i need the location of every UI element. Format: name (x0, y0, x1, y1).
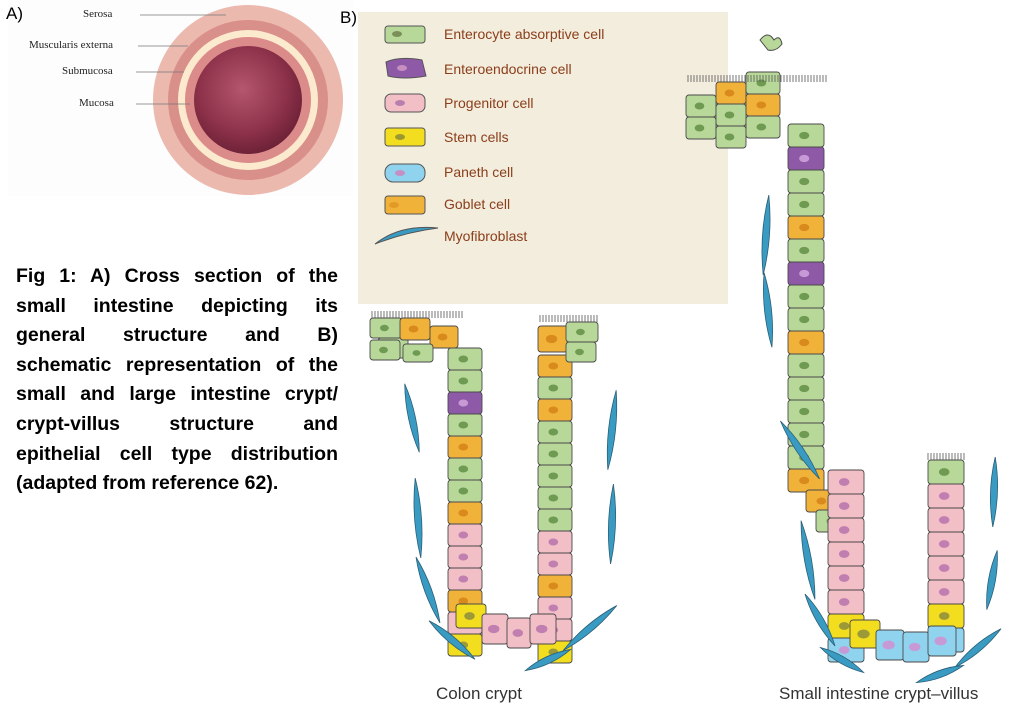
cell-enterocyte (448, 348, 482, 370)
cell-paneth (876, 630, 904, 660)
brush-border (928, 453, 964, 460)
cell-enterocyte (370, 340, 400, 360)
cell-progenitor (928, 556, 964, 580)
cell-paneth (928, 626, 956, 656)
cell-enterocyte (788, 400, 824, 423)
cell-enterocyte (788, 308, 824, 331)
cell-progenitor (482, 614, 508, 644)
cell-goblet (788, 331, 824, 354)
cell-enteroendocrine (448, 392, 482, 414)
cell-enterocyte (448, 480, 482, 502)
small-intestine-crypt-villus-label: Small intestine crypt–villus (779, 684, 978, 704)
cell-goblet (746, 94, 780, 116)
cell-enterocyte (538, 509, 572, 531)
cell-progenitor (828, 542, 864, 566)
myofibroblast (798, 520, 819, 600)
myofibroblast (760, 195, 773, 275)
cell-progenitor (828, 566, 864, 590)
cell-progenitor (538, 553, 572, 575)
cell-enterocyte (788, 377, 824, 400)
cell-progenitor (928, 580, 964, 604)
cell-goblet (716, 82, 746, 104)
cell-progenitor (928, 532, 964, 556)
cell-enterocyte (788, 193, 824, 216)
cell-enterocyte (403, 344, 433, 362)
cell-enterocyte (716, 126, 746, 148)
myofibroblast (413, 556, 444, 624)
cell-enterocyte (788, 354, 824, 377)
cell-goblet (400, 318, 430, 340)
brush-border (540, 315, 597, 322)
myofibroblast (761, 272, 776, 347)
cell-progenitor (530, 614, 556, 644)
cell-progenitor (507, 618, 531, 648)
cell-stem (928, 604, 964, 628)
cell-enterocyte (746, 116, 780, 138)
cell-progenitor (828, 518, 864, 542)
cell-enterocyte (686, 95, 716, 117)
cell-enterocyte (448, 370, 482, 392)
myofibroblast (412, 478, 425, 558)
cell-progenitor (928, 484, 964, 508)
cell-enterocyte (538, 443, 572, 465)
cell-enterocyte (788, 124, 824, 147)
cell-enteroendocrine (788, 262, 824, 285)
brush-border (688, 75, 826, 82)
small-intestine-crypt-villus-diagram (686, 35, 1003, 686)
cell-enterocyte (788, 170, 824, 193)
cell-enterocyte (538, 487, 572, 509)
cell-goblet (430, 326, 458, 348)
cell-progenitor (928, 508, 964, 532)
cell-stem (850, 620, 880, 648)
cell-enterocyte (448, 414, 482, 436)
cell-enterocyte (928, 460, 964, 484)
shedding-cell (760, 35, 782, 50)
cell-progenitor (448, 568, 482, 590)
myofibroblast (989, 457, 998, 527)
cell-enterocyte (538, 421, 572, 443)
cell-progenitor (828, 470, 864, 494)
myofibroblast (607, 484, 617, 564)
cell-goblet (788, 469, 824, 492)
cell-enterocyte (538, 465, 572, 487)
cell-goblet (538, 326, 568, 352)
cell-enterocyte (788, 239, 824, 262)
cell-enterocyte (538, 377, 572, 399)
cell-progenitor (448, 546, 482, 568)
cell-goblet (788, 216, 824, 239)
myofibroblast (401, 383, 422, 453)
cell-goblet (538, 575, 572, 597)
cell-enteroendocrine (788, 147, 824, 170)
cell-paneth (903, 632, 929, 662)
cell-enterocyte (788, 285, 824, 308)
cell-goblet (448, 436, 482, 458)
cell-enterocyte (370, 318, 402, 338)
cell-enterocyte (716, 104, 746, 126)
cell-enterocyte (566, 342, 596, 362)
brush-border (372, 311, 462, 318)
cell-progenitor (538, 531, 572, 553)
myofibroblast (604, 390, 619, 470)
cell-enterocyte (566, 322, 598, 342)
myofibroblast (983, 550, 1000, 610)
cell-progenitor (828, 494, 864, 518)
cell-enterocyte (686, 117, 716, 139)
cell-stem (456, 604, 486, 628)
colon-crypt-diagram (370, 311, 620, 674)
cell-goblet (448, 502, 482, 524)
cell-progenitor (828, 590, 864, 614)
cell-progenitor (448, 524, 482, 546)
cell-goblet (538, 399, 572, 421)
cell-enterocyte (448, 458, 482, 480)
colon-crypt-label: Colon crypt (436, 684, 522, 704)
